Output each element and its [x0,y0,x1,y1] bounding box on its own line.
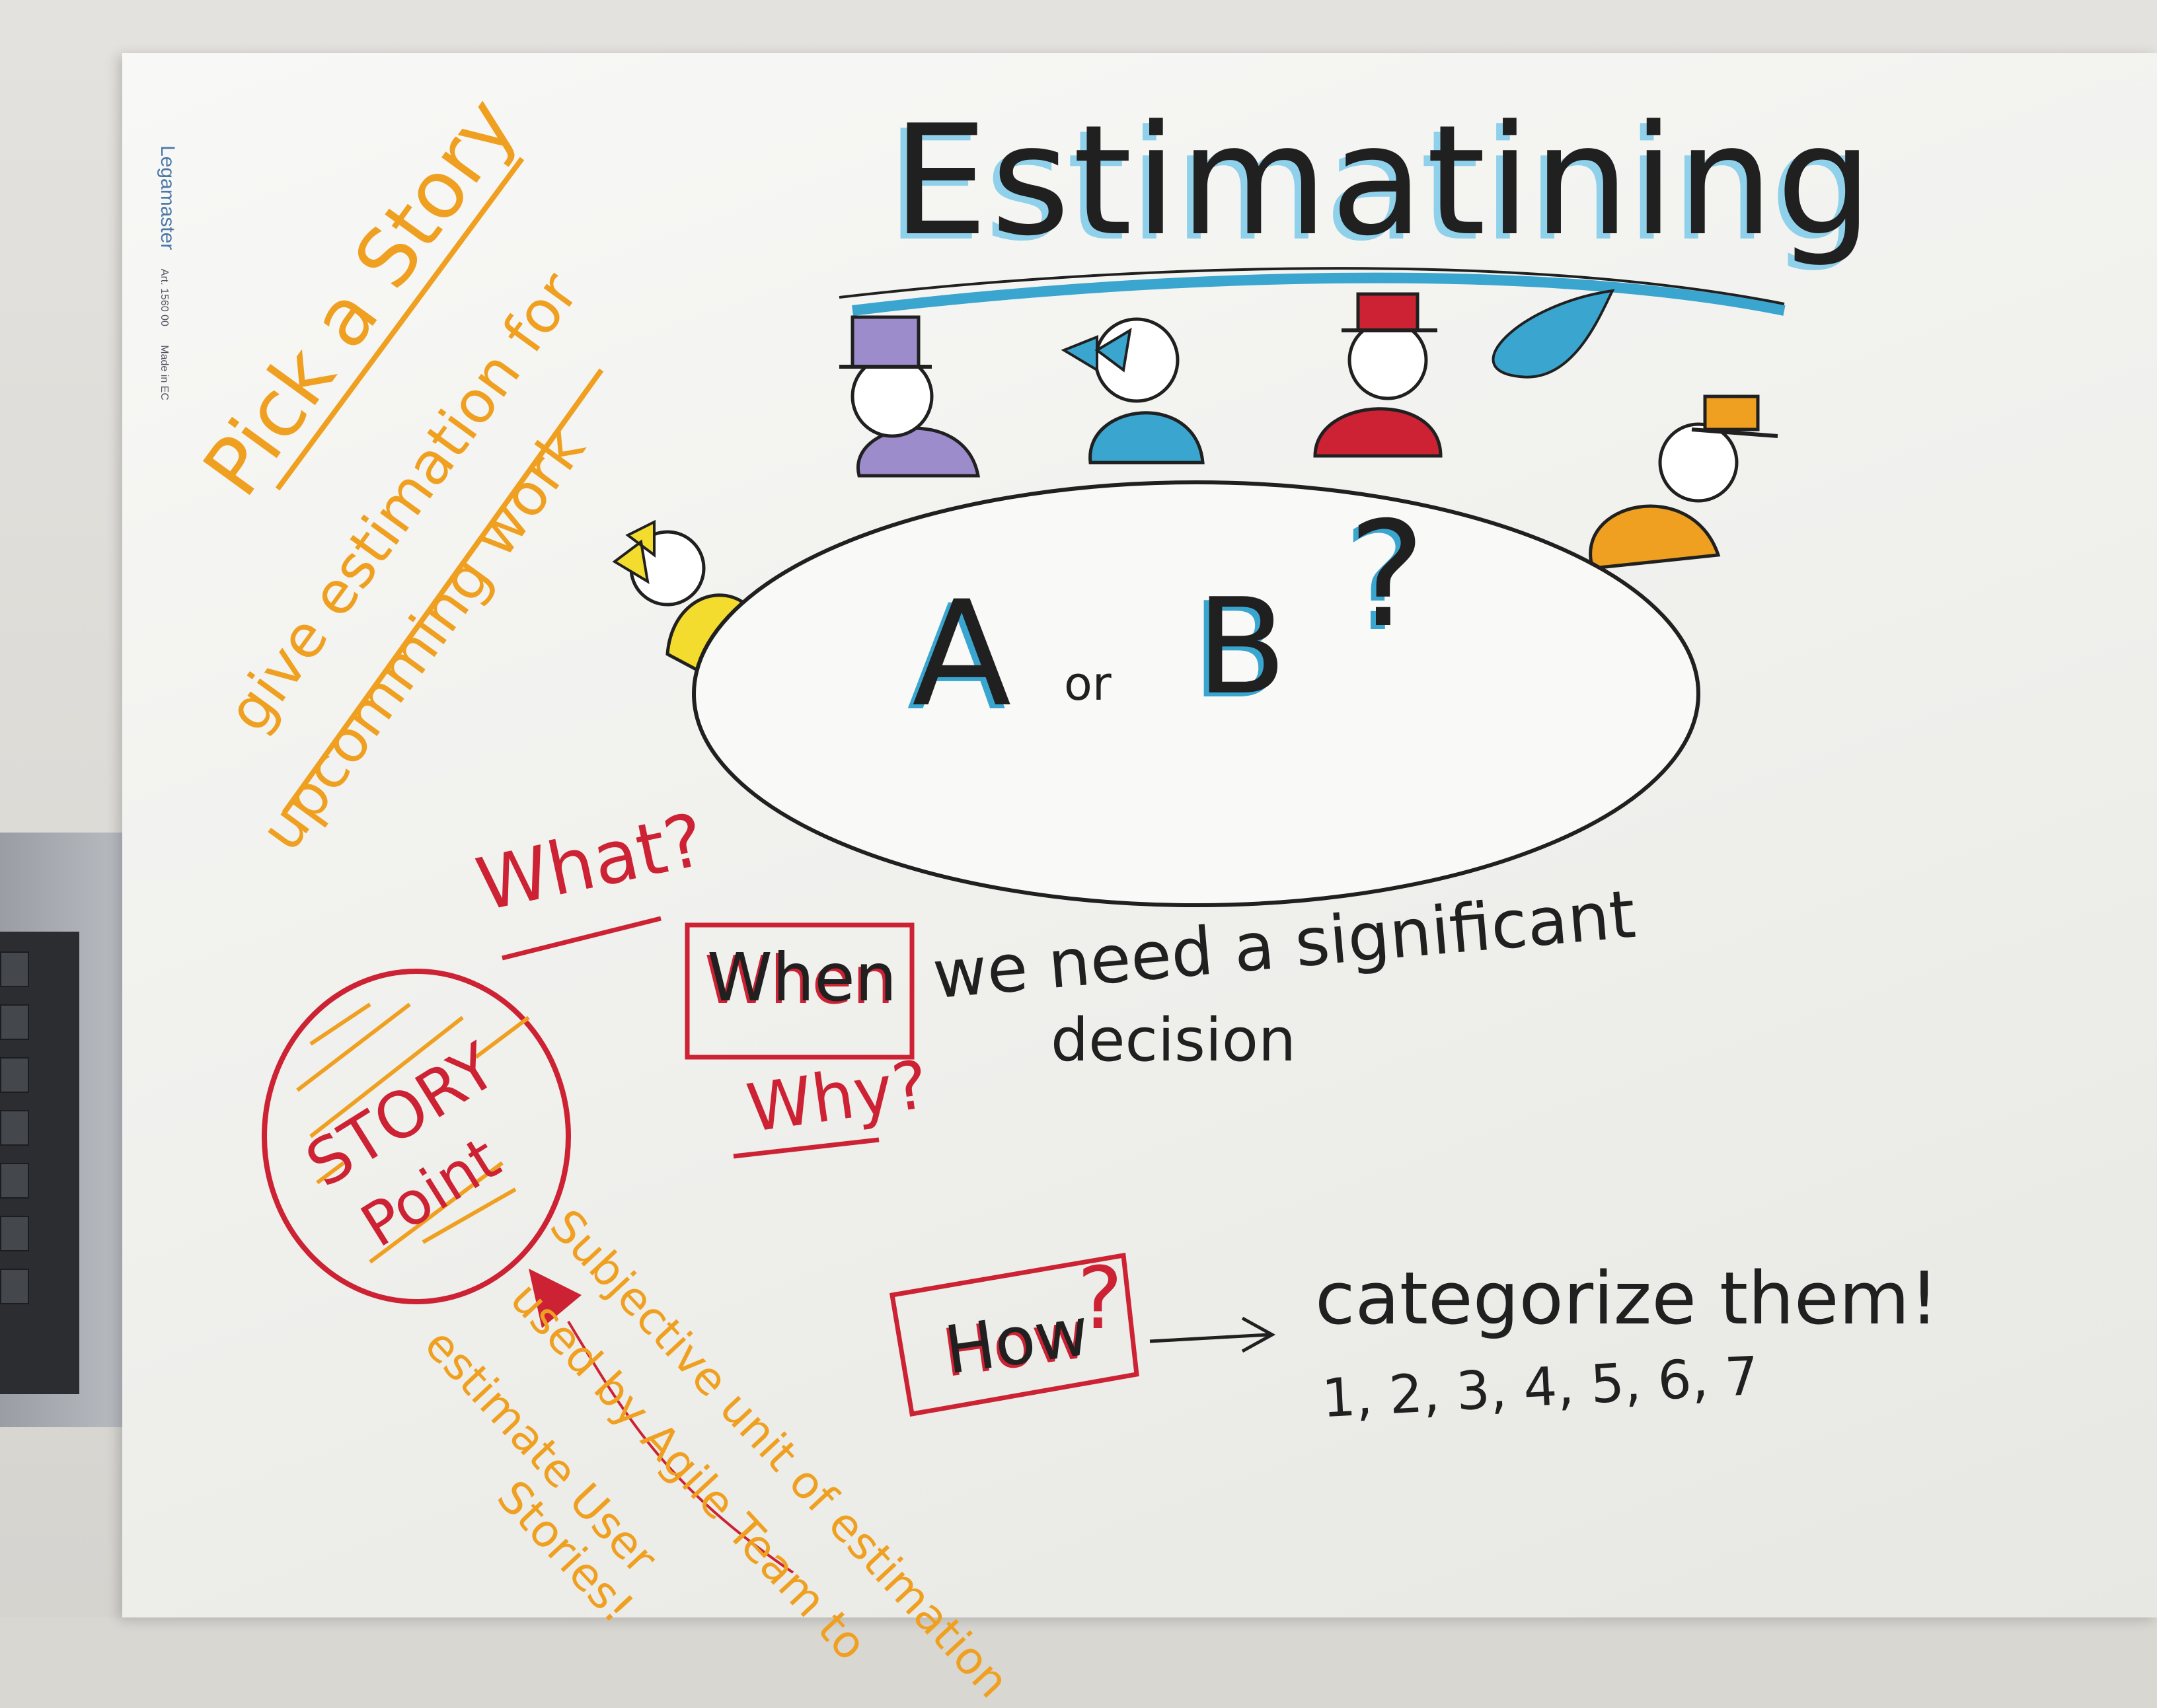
laptop-key [0,1057,29,1093]
arrow-how [1149,1333,1269,1343]
question-how: How [940,1292,1094,1390]
arrow-head [1241,1316,1276,1353]
laptop-key [0,1163,29,1199]
title-underline-outline [839,267,1785,305]
title-flourish [1492,289,1615,379]
balloon-hatching [296,1002,530,1264]
balloon-string [567,1320,794,1574]
statement-how-answer: categorize them! [1315,1256,1939,1341]
figure-blue [1061,317,1205,464]
option-b: B [1196,570,1287,724]
laptop-key [0,1004,29,1040]
figure-purple [839,315,981,478]
page-title: Estimatining [892,93,1875,270]
underline-why [733,1137,880,1159]
laptop-keyboard [0,932,79,1394]
figure-red [1313,292,1443,458]
title-underline [852,272,1786,316]
underline-pick-story [275,157,525,491]
table-question-mark: ? [1348,490,1425,659]
question-when: When [707,939,897,1016]
how-question-mark: ? [1077,1248,1123,1349]
balloon-knot [529,1269,582,1328]
laptop-key [0,1269,29,1304]
statement-when-line2: decision [1051,1006,1296,1075]
laptop-key [0,951,29,987]
balloon [262,969,571,1304]
option-or: or [1064,657,1112,711]
table-ellipse [692,480,1700,907]
laptop-key [0,1110,29,1146]
box-when [685,922,915,1060]
figure-orange [1589,394,1778,570]
option-a: A [912,570,1012,739]
box-how [889,1252,1139,1417]
underline-upcoming-work [282,368,604,815]
underline-what [502,916,662,961]
flipchart-drawing [262,157,1786,1574]
laptop-key [0,1216,29,1251]
